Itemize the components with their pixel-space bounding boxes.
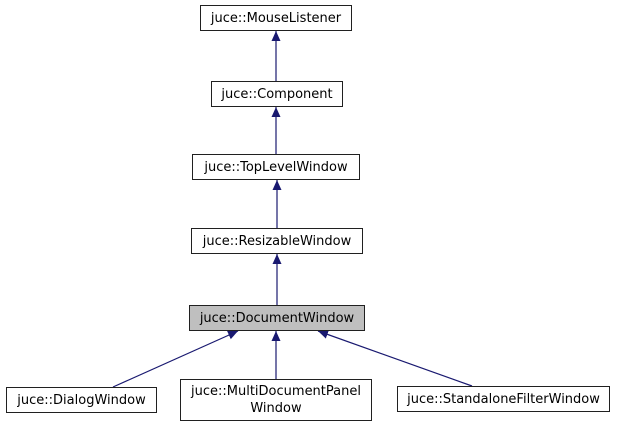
class-node-juce-document-window: juce::DocumentWindow bbox=[189, 305, 365, 331]
class-node-label: juce::StandaloneFilterWindow bbox=[407, 391, 600, 407]
class-node-label-line1: juce::MultiDocumentPanel bbox=[191, 384, 361, 399]
class-node-label: juce::TopLevelWindow bbox=[204, 159, 348, 175]
class-node-label: juce::DocumentWindow bbox=[199, 310, 355, 326]
inheritance-arrow-standalonefilterwindow-to-documentwindow bbox=[317, 330, 473, 387]
class-node-juce-resizable-window[interactable]: juce::ResizableWindow bbox=[191, 228, 363, 254]
class-node-label: juce::DialogWindow bbox=[17, 392, 146, 408]
class-node-label: juce::ResizableWindow bbox=[202, 233, 352, 249]
class-node-juce-mouse-listener[interactable]: juce::MouseListener bbox=[200, 5, 352, 31]
class-node-label-line2: Window bbox=[250, 401, 302, 416]
inheritance-arrow-dialogwindow-to-documentwindow bbox=[112, 330, 239, 388]
class-node-label: juce::MouseListener bbox=[210, 10, 342, 26]
class-node-label: juce::Component bbox=[221, 86, 333, 102]
class-node-juce-component[interactable]: juce::Component bbox=[211, 81, 343, 107]
class-node-juce-top-level-window[interactable]: juce::TopLevelWindow bbox=[192, 154, 360, 180]
class-node-juce-standalone-filter-window[interactable]: juce::StandaloneFilterWindow bbox=[397, 386, 610, 412]
class-node-juce-dialog-window[interactable]: juce::DialogWindow bbox=[6, 387, 157, 413]
class-node-juce-multi-document-panel-window[interactable]: juce::MultiDocumentPanel Window bbox=[180, 379, 372, 421]
